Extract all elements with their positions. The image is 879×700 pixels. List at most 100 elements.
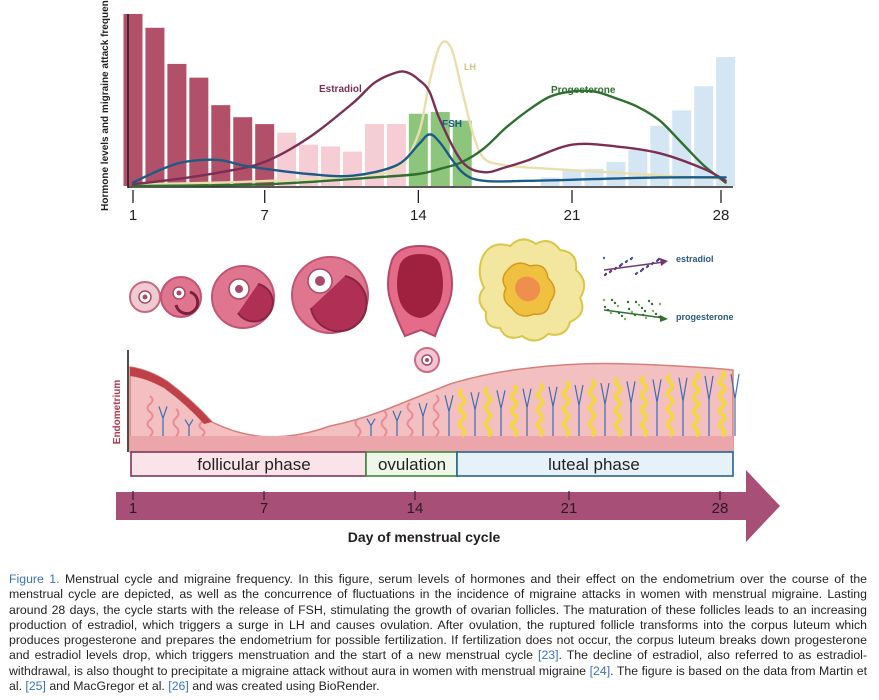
lh-curve [131, 40, 727, 186]
day-tick-label-28: 28 [712, 500, 729, 517]
migraine-bar-day-14 [408, 113, 428, 186]
migraine-bar-day-25 [650, 125, 670, 186]
menstrual-shedding [130, 367, 212, 424]
spiral-artery [626, 381, 636, 436]
migraine-bar-day-22 [584, 168, 604, 186]
caption-text-1: Menstrual cycle and migraine frequency. … [9, 572, 868, 663]
migraine-bar-day-20 [540, 177, 560, 186]
progesterone-particle [610, 298, 614, 302]
spiral-artery [600, 383, 610, 436]
progesterone-particle [613, 301, 617, 305]
day-tick-label-7: 7 [260, 500, 268, 517]
endometrial-glands [146, 369, 740, 438]
basal-layer [130, 436, 733, 452]
endometrial-gland [483, 385, 493, 438]
fsh-curve [131, 133, 727, 184]
estradiol-particle [641, 267, 645, 271]
progesterone-particle [620, 314, 624, 318]
progesterone-particle [640, 306, 644, 310]
mature-follicle-icon [387, 244, 453, 338]
progesterone-particle [637, 303, 641, 307]
progesterone-particle [658, 302, 662, 306]
ovulation-label: ovulation [378, 455, 446, 474]
migraine-frequency-bars [123, 14, 736, 187]
migraine-bar-day-1 [123, 14, 143, 186]
endometrial-gland [613, 376, 623, 438]
estradiol-particle [602, 256, 606, 260]
progesterone-label: Progesterone [551, 85, 616, 96]
progesterone-arrow [603, 309, 668, 322]
spiral-artery [730, 373, 740, 436]
endometrial-gland [198, 421, 206, 437]
hormone-curves [131, 40, 727, 188]
endometrial-gland [380, 410, 388, 437]
endometrial-gland [432, 394, 440, 437]
primordial-follicle-icon [129, 281, 161, 313]
spiral-artery [574, 384, 584, 436]
progesterone-particle [651, 309, 655, 313]
lh-label: LH [464, 62, 476, 72]
corpus-luteum-icon [478, 238, 586, 342]
migraine-bar-day-7 [255, 124, 275, 186]
progesterone-secretion-label: progesterone [676, 312, 734, 322]
reference-link-24[interactable]: [24] [589, 663, 611, 678]
estradiol-particle [630, 256, 634, 260]
endometrium-diagram: Endometrium [112, 350, 740, 453]
estradiol-particle [635, 271, 639, 275]
estradiol-curve [131, 70, 727, 186]
migraine-bar-day-28 [716, 57, 736, 186]
progesterone-particle [644, 316, 648, 320]
migraine-bar-day-4 [189, 77, 209, 186]
x-tick-label-14: 14 [410, 207, 427, 224]
estradiol-particle [609, 269, 613, 273]
progesterone-particle [616, 304, 620, 308]
phase-bar: follicular phase ovulation luteal phase [130, 451, 734, 477]
estradiol-secretion-label: estradiol [676, 254, 714, 264]
reference-link-26[interactable]: [26] [168, 679, 189, 694]
endometrium-label: Endometrium [112, 380, 123, 445]
reference-link-25[interactable]: [25] [25, 679, 46, 694]
estradiol-particle [625, 259, 629, 263]
spiral-artery [366, 418, 376, 436]
fsh-label: FSH [442, 119, 462, 130]
progesterone-particle [626, 300, 630, 304]
progesterone-curve [131, 89, 727, 188]
progesterone-particle [634, 300, 638, 304]
migraine-bar-day-8 [277, 132, 297, 186]
estradiol-particle [657, 257, 661, 261]
migraine-bar-day-6 [233, 117, 253, 186]
endometrial-gland [561, 380, 571, 438]
day-arrow-shape [116, 470, 780, 542]
antral-follicle-icon [291, 256, 369, 334]
progesterone-particle [602, 298, 606, 302]
menstrual-cycle-figure: Hormone levels and migraine attack frequ… [100, 0, 780, 545]
endometrial-gland [717, 369, 727, 438]
ovarian-stages: estradiol progesterone [129, 238, 734, 373]
day-tick-label-1: 1 [129, 500, 137, 517]
spiral-artery [444, 395, 454, 436]
endometrial-gland [535, 382, 545, 438]
secondary-follicle-icon [211, 265, 275, 329]
progesterone-particle [609, 311, 613, 315]
estradiol-particle [604, 272, 608, 276]
progesterone-particle [650, 302, 654, 306]
day-axis-title: Day of menstrual cycle [348, 529, 501, 545]
reference-link-23[interactable]: [23] [538, 648, 559, 663]
x-tick-label-21: 21 [564, 207, 581, 224]
endometrial-gland [691, 371, 701, 438]
luteal-phase-label: luteal phase [548, 455, 640, 474]
estradiol-arrow [603, 258, 668, 271]
spiral-artery [418, 402, 428, 436]
migraine-bar-day-24 [628, 149, 648, 186]
spiral-artery [704, 375, 714, 436]
caption-text-2: . The decline of estradiol, also referre… [9, 648, 867, 678]
estradiol-particle [646, 264, 650, 268]
progesterone-particle [627, 307, 631, 311]
caption-text-3: . The figure is based on the data from M… [9, 663, 867, 694]
x-tick-label-28: 28 [713, 207, 730, 224]
migraine-bar-day-26 [672, 110, 692, 186]
ovulation-box [365, 451, 458, 477]
